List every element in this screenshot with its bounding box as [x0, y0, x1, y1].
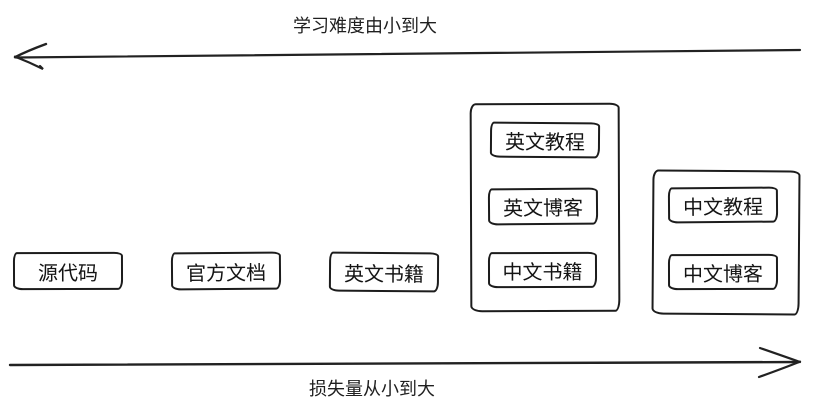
box-english-tutorials-label: 英文教程: [504, 131, 586, 154]
box-chinese-books: 中文书籍: [487, 251, 598, 289]
box-chinese-blogs-label: 中文博客: [682, 263, 764, 286]
box-source-code: 源代码: [12, 251, 124, 291]
box-english-books-label: 英文书籍: [343, 263, 425, 286]
box-english-books: 英文书籍: [328, 251, 440, 293]
bottom-arrow: [8, 346, 802, 379]
box-chinese-tutorials-label: 中文教程: [682, 196, 764, 219]
box-english-blogs: 英文博客: [487, 187, 599, 226]
box-chinese-blogs: 中文博客: [667, 253, 779, 291]
box-chinese-tutorials: 中文教程: [667, 186, 779, 224]
bottom-axis-label: 损失量从小到大: [309, 379, 435, 399]
box-english-blogs-label: 英文博客: [502, 197, 584, 221]
box-official-docs: 官方文档: [170, 251, 282, 291]
top-axis-label: 学习难度由小到大: [293, 16, 437, 36]
top-arrow-head-icon: [13, 42, 48, 59]
top-arrow-head-icon: [13, 55, 44, 70]
top-arrow: [13, 42, 802, 70]
top-arrow-line: [14, 48, 802, 59]
bottom-arrow-head-icon: [757, 360, 802, 379]
bottom-arrow-line: [8, 360, 801, 367]
box-official-docs-label: 官方文档: [185, 262, 267, 285]
box-source-code-label: 源代码: [37, 262, 99, 285]
box-english-tutorials: 英文教程: [489, 121, 601, 159]
box-chinese-books-label: 中文书籍: [502, 261, 583, 284]
bottom-arrow-head-icon: [758, 346, 802, 364]
